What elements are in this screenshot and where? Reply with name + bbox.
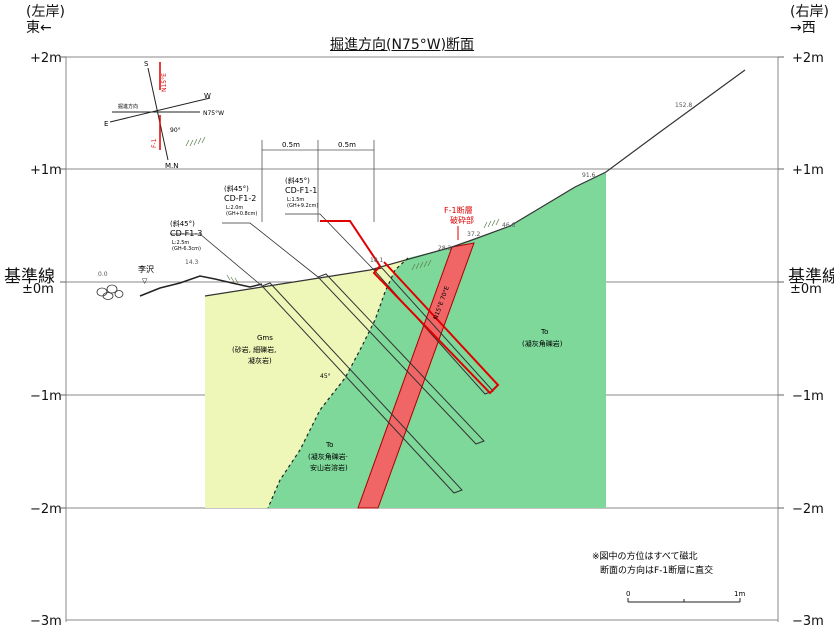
borehole-cd-f1-3	[261, 282, 463, 494]
gms-desc-line2: 凝灰岩)	[248, 356, 272, 365]
y-tick-left-minus1: −1m	[30, 389, 62, 404]
ground-left-profile	[139, 275, 263, 297]
borehole-1-name: CD-F1-1	[285, 186, 317, 195]
y-tick-left-plus1: +1m	[30, 163, 62, 178]
compass-strike-label: N15°E	[161, 73, 168, 92]
section-title: 掘進方向(N75°W)断面	[330, 37, 475, 53]
left-direction-label: 東←	[26, 20, 52, 36]
ground-value-4: 37.2	[467, 231, 481, 238]
y-tick-left-zero: ±0m	[22, 282, 54, 297]
y-tick-left-minus2: −2m	[30, 502, 62, 517]
y-tick-right-minus1: −1m	[792, 389, 824, 404]
stream-label: 李沢	[138, 264, 154, 274]
borehole-cd-f1-2	[317, 273, 485, 445]
spacing-label-left: 0.5m	[282, 141, 300, 149]
gms-unit-area	[205, 258, 408, 508]
vegetation-marks	[185, 136, 500, 284]
scale-bar-start: 0	[626, 590, 630, 598]
borehole-3-detail2: (GH-6.3cm)	[172, 246, 201, 252]
y-tick-right-zero: ±0m	[790, 282, 822, 297]
spacing-label-right: 0.5m	[338, 141, 356, 149]
boulder-icon	[96, 284, 124, 300]
to-lower-name-label: To	[325, 441, 333, 449]
ground-value-2: 18.1	[370, 257, 384, 264]
ground-value-6: 91.6	[582, 172, 596, 179]
compass-w-label: W	[204, 92, 211, 100]
borehole-3-detail1: L:2.5m	[172, 240, 189, 246]
y-tick-right-plus2: +2m	[792, 51, 824, 66]
compass-e-label: E	[104, 120, 108, 128]
fault-label-line2: 破砕部	[450, 215, 474, 225]
compass-n75w-label: N75°W	[203, 110, 224, 117]
note-line2: 断面の方向はF-1断層に直交	[600, 564, 713, 576]
left-bank-label: (左岸)	[26, 4, 65, 20]
fault-zone	[357, 242, 475, 509]
borehole-1-detail2: (GH+9.2cm)	[287, 203, 318, 209]
gms-name-label: Gms	[257, 334, 273, 342]
compass-fault-label: F-1	[151, 138, 158, 148]
compass-s-label: S	[144, 60, 149, 68]
ground-value-3: 28.3	[438, 245, 452, 252]
to-lower-desc-line1: (凝灰角礫岩·	[308, 452, 348, 461]
to-desc-label: (凝灰角礫岩)	[522, 339, 563, 348]
y-tick-right-plus1: +1m	[792, 163, 824, 178]
compass-rose	[109, 62, 211, 161]
borehole-2-incl: (斜45°)	[224, 184, 249, 193]
borehole-1-incl: (斜45°)	[285, 176, 310, 185]
stream-marker-icon: ▽	[142, 277, 148, 285]
fault-label-line1: F-1断層	[444, 205, 473, 215]
datum-label-left: 基準線	[4, 267, 55, 287]
borehole-2-name: CD-F1-2	[224, 194, 256, 203]
note-line1: ※図中の方位はすべて磁北	[592, 550, 698, 562]
unit-contact-line	[267, 257, 409, 509]
to-name-label: To	[540, 328, 548, 336]
ground-value-0: 0.0	[98, 271, 108, 278]
right-bank-label: (右岸)	[790, 4, 829, 20]
borehole-cd-f1-1-highlight	[320, 220, 500, 395]
borehole-3-name: CD-F1-3	[170, 229, 202, 238]
gms-desc-line1: (砂岩, 細礫岩,	[232, 345, 276, 354]
ground-surface	[204, 69, 746, 297]
ground-value-5: 46.6	[502, 222, 516, 229]
scale-bar	[627, 598, 741, 603]
borehole-2-detail2: (GH+0.8cm)	[226, 211, 257, 217]
borehole-1-detail1: L:1.5m	[287, 197, 304, 203]
y-tick-right-minus2: −2m	[792, 502, 824, 517]
borehole-2-detail1: L:2.0m	[226, 205, 243, 211]
ground-value-7: 152.8	[675, 102, 692, 109]
ground-value-1: 14.3	[185, 259, 199, 266]
right-direction-label: →西	[790, 20, 816, 36]
to-lower-desc-line2: 安山岩溶岩)	[310, 463, 348, 472]
compass-mn-label: M.N	[165, 162, 179, 170]
datum-label-right: 基準線	[788, 267, 834, 287]
compass-dig-label: 掘進方向	[118, 103, 138, 110]
y-tick-left-plus2: +2m	[30, 51, 62, 66]
scale-bar-end: 1m	[734, 590, 745, 598]
borehole-3-incl: (斜45°)	[170, 219, 195, 228]
compass-angle-label: 90°	[170, 127, 181, 134]
dip-angle-label: 45°	[320, 373, 331, 380]
